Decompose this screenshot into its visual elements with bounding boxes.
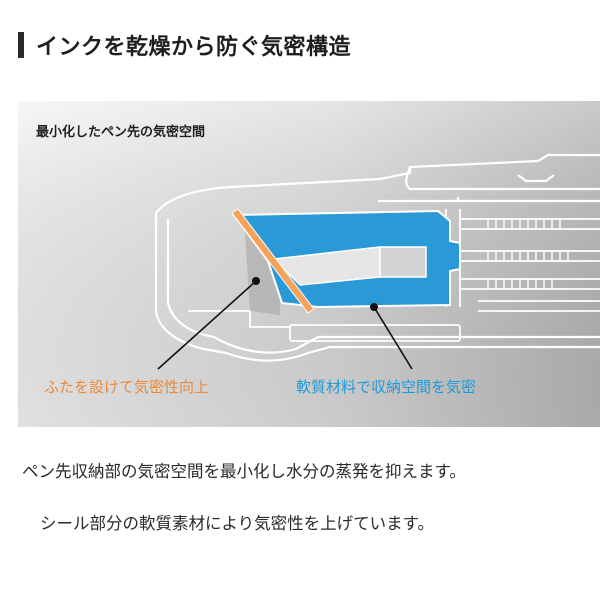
lid-callout-label: ふたを設けて気密性向上 xyxy=(44,378,210,396)
diagram-illustration xyxy=(18,101,600,427)
seal-callout-label: 軟質材料で収納空間を気密 xyxy=(296,378,477,396)
heading-title: インクを乾燥から防ぐ気密構造 xyxy=(36,35,352,60)
pen-tip-airtight-diagram: 最小化したペン先の気密空間 ふたを設けて気密性向上 軟質材料で収納空間を気密 xyxy=(18,101,600,427)
pointer-lines xyxy=(157,280,413,370)
pen-body-outline xyxy=(154,153,600,362)
pointer-dot-seal xyxy=(370,303,378,311)
pen-tip-holder xyxy=(379,246,427,278)
diagram-caption: 最小化したペン先の気密空間 xyxy=(36,125,206,140)
description-line-1: ペン先収納部の気密空間を最小化し水分の蒸発を抑えます。 xyxy=(22,462,466,481)
heading-bar-marker xyxy=(18,32,24,58)
pointer-dot-lid xyxy=(252,277,260,285)
inner-ribs xyxy=(487,219,569,289)
section-heading: インクを乾燥から防ぐ気密構造 xyxy=(18,30,351,60)
description-line-2: シール部分の軟質素材により気密性を上げています。 xyxy=(40,514,435,533)
lid-strip xyxy=(231,208,315,314)
